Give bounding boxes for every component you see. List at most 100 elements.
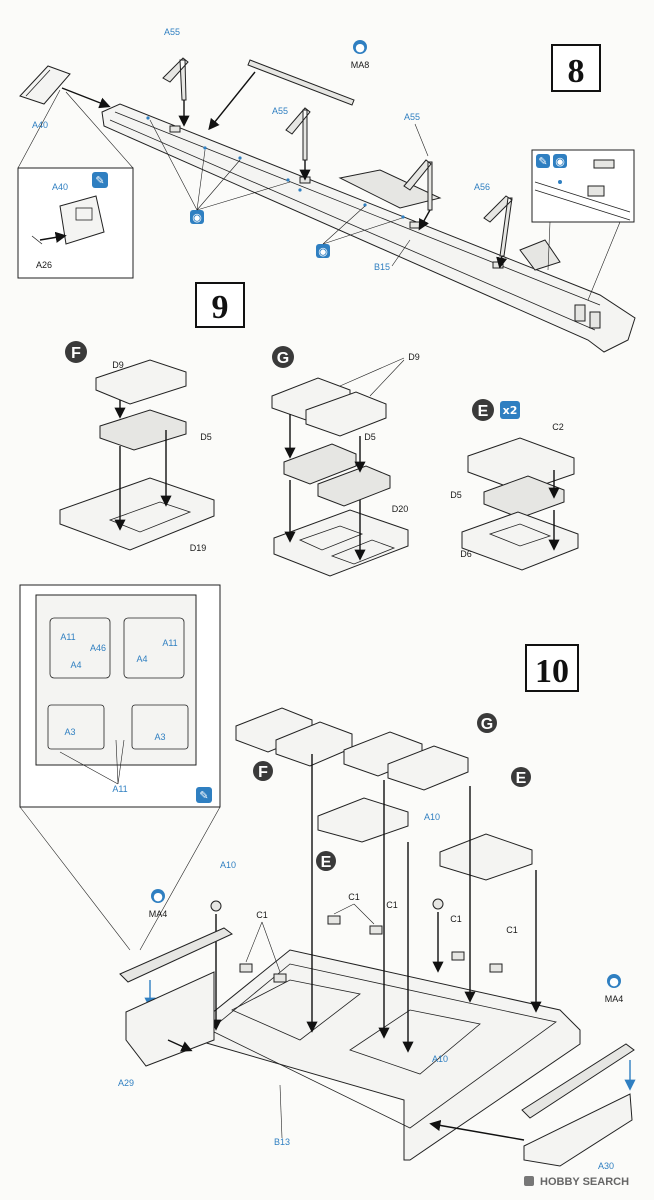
svg-text:A30: A30 xyxy=(598,1161,614,1171)
part-ma4-left xyxy=(119,927,233,983)
badge-e-10a xyxy=(316,851,336,871)
svg-text:A11: A11 xyxy=(60,632,75,642)
svg-text:D9: D9 xyxy=(112,360,124,370)
rail-b15 xyxy=(101,103,636,353)
svg-text:A29: A29 xyxy=(118,1078,134,1088)
step-9-box xyxy=(195,282,245,328)
svg-text:●: ● xyxy=(609,975,619,988)
label-ma8: MA8 xyxy=(351,60,370,70)
svg-text:C1: C1 xyxy=(450,914,462,924)
svg-text:F: F xyxy=(71,345,81,362)
c1-parts xyxy=(239,915,503,983)
svg-text:G: G xyxy=(277,350,289,367)
box-g-right xyxy=(387,745,469,791)
plate-d19 xyxy=(59,477,215,551)
glue-drop-icon-2 xyxy=(151,889,165,903)
cover-d9-f xyxy=(95,359,187,405)
svg-text:A10: A10 xyxy=(220,860,236,870)
svg-text:E: E xyxy=(478,403,489,420)
svg-text:A11: A11 xyxy=(162,638,177,648)
svg-text:✎: ✎ xyxy=(199,789,208,802)
svg-text:A10: A10 xyxy=(432,1054,448,1064)
drill-hole-icon: ◉ xyxy=(190,210,204,224)
cover-d9-g2 xyxy=(305,391,387,437)
svg-text:◉: ◉ xyxy=(192,211,202,224)
plate-d6 xyxy=(461,511,579,571)
svg-text:C1: C1 xyxy=(506,925,518,935)
box-e-right xyxy=(439,833,533,881)
svg-text:D19: D19 xyxy=(190,543,207,553)
svg-text:✎: ✎ xyxy=(95,174,104,187)
svg-text:B13: B13 xyxy=(274,1137,290,1147)
part-a40 xyxy=(19,65,71,105)
step-8: 8 A40 A55 xyxy=(17,27,636,353)
svg-text:D5: D5 xyxy=(364,432,376,442)
svg-text:D5: D5 xyxy=(200,432,212,442)
step-8-number: 8 xyxy=(568,53,585,90)
box-e-left xyxy=(317,797,409,843)
svg-text:✎: ✎ xyxy=(538,155,547,168)
svg-text:HOBBY SEARCH: HOBBY SEARCH xyxy=(540,1176,629,1188)
brush-icon-2 xyxy=(536,154,550,168)
svg-text:F: F xyxy=(258,764,268,781)
svg-text:A11: A11 xyxy=(112,784,127,794)
step-9-number: 9 xyxy=(212,289,229,326)
svg-text:G: G xyxy=(481,716,493,733)
svg-text:◉: ◉ xyxy=(318,245,328,258)
inset-rail-detail: ✎ ◉ xyxy=(531,149,635,301)
svg-text:A46: A46 xyxy=(90,643,106,653)
watermark: HOBBY SEARCH xyxy=(524,1176,629,1188)
label-a56: A56 xyxy=(474,182,490,192)
tray-d5-e xyxy=(483,475,565,519)
part-a10-1 xyxy=(210,900,222,912)
svg-text:E: E xyxy=(321,854,332,871)
glue-drop-icon xyxy=(353,40,367,54)
svg-text:C1: C1 xyxy=(348,892,360,902)
label-a55-2: A55 xyxy=(272,106,288,116)
svg-text:C1: C1 xyxy=(386,900,398,910)
svg-text:◉: ◉ xyxy=(555,155,565,168)
inset-floor-detail: ✎ A11 A46 A11 A4 A4 A3 A3 A11 xyxy=(19,584,221,951)
drill-hole-icon-2: ◉ xyxy=(316,244,330,258)
svg-text:E: E xyxy=(516,770,527,787)
label-a55-1: A55 xyxy=(164,27,180,37)
badge-g-10 xyxy=(477,713,497,733)
drill-holes xyxy=(146,116,405,219)
svg-text:D9: D9 xyxy=(408,352,420,362)
step-8-box xyxy=(551,44,601,92)
svg-text:D6: D6 xyxy=(460,549,472,559)
svg-text:●: ● xyxy=(153,890,163,903)
badge-e xyxy=(472,399,494,421)
drill-hole-icon-3 xyxy=(553,154,567,168)
tray-d5-f xyxy=(99,409,187,451)
badge-g xyxy=(272,346,294,368)
part-ma4-right xyxy=(521,1043,635,1119)
svg-text:x2: x2 xyxy=(503,404,518,417)
cover-c2 xyxy=(467,437,575,493)
step-10-box xyxy=(525,644,579,692)
svg-text:D5: D5 xyxy=(450,490,462,500)
times-two-badge xyxy=(500,401,520,419)
part-a29 xyxy=(125,971,215,1067)
svg-text:A3: A3 xyxy=(154,732,165,742)
glue-drop-icon-3 xyxy=(607,974,621,988)
tray-d5-g2 xyxy=(317,465,391,507)
svg-text:MA4: MA4 xyxy=(605,994,624,1004)
badge-f-10 xyxy=(253,761,273,781)
brush-icon-3 xyxy=(196,787,212,803)
label-a40: A40 xyxy=(32,120,48,130)
badge-f xyxy=(65,341,87,363)
badge-e-10b xyxy=(511,767,531,787)
part-a10-2 xyxy=(432,898,444,910)
brush-icon xyxy=(92,172,108,188)
svg-text:A10: A10 xyxy=(424,812,440,822)
svg-text:MA4: MA4 xyxy=(149,909,168,919)
svg-text:C2: C2 xyxy=(552,422,564,432)
svg-text:●: ● xyxy=(355,41,365,54)
plate-d20 xyxy=(273,509,409,577)
svg-text:D20: D20 xyxy=(392,504,409,514)
svg-text:A3: A3 xyxy=(64,727,75,737)
label-a55-3: A55 xyxy=(404,112,420,122)
svg-text:C1: C1 xyxy=(256,910,268,920)
